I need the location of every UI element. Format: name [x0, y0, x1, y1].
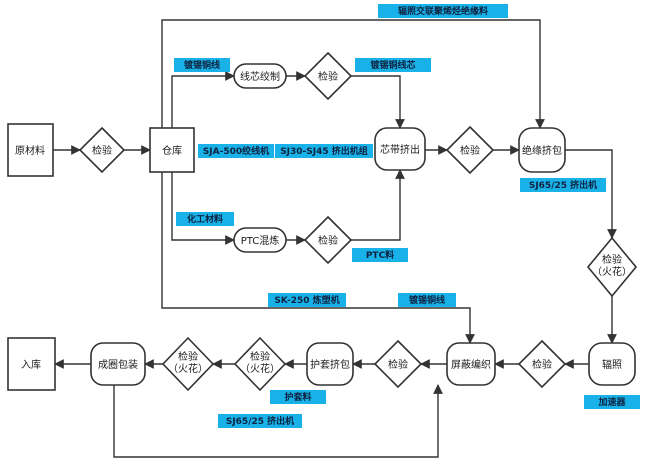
- inspect-raw-node: [78, 126, 126, 174]
- tag-jacket-material: 护套料: [270, 390, 326, 404]
- tag-chemical-text: 化工材料: [187, 213, 223, 225]
- inspect-irradiation-node: [517, 339, 567, 389]
- inspect-spark-3-label: 检验（火花）: [168, 350, 208, 375]
- coil-pack-label: 成圈包装: [98, 358, 138, 371]
- tag-extruder-1-text: SJ65/25 挤出机: [529, 179, 597, 191]
- core-strip-extrude-label: 芯带挤出: [380, 143, 420, 156]
- connector-lines: [53, 19, 617, 458]
- tag-extruder-1: SJ65/25 挤出机: [520, 178, 606, 192]
- ptc-mix-node: [233, 227, 287, 253]
- tag-ptc-material: PTC料: [352, 248, 408, 262]
- core-twist-node: [233, 63, 287, 89]
- insulation-extrude-label: 绝缘挤包: [522, 144, 562, 157]
- inspect-core-node: [303, 51, 353, 101]
- warehouse-label: 仓库: [162, 144, 182, 157]
- inspect-ptc-label: 检验: [318, 234, 338, 247]
- raw-material-node: [7, 123, 54, 177]
- storage-label: 入库: [21, 358, 41, 371]
- label-line: 检验: [250, 350, 270, 363]
- raw-material-label: 原材料: [15, 144, 45, 157]
- shield-braid-label: 屏蔽编织: [451, 358, 491, 371]
- tag-tin-copper-core: 镀锡铜线芯: [355, 58, 431, 72]
- label-line: （火花）: [240, 362, 280, 375]
- inspect-spark-1-label: 检验（火花）: [592, 253, 632, 278]
- irradiation-node: [588, 342, 636, 386]
- inspect-spark-2-node: [233, 336, 287, 392]
- coil-pack-node: [90, 342, 146, 386]
- tag-extruder-2: SJ65/25 挤出机: [218, 414, 302, 428]
- edge-pack-loop: [113, 384, 443, 458]
- label-line: （火花）: [592, 265, 632, 278]
- edge-warehouse-to-twist: [171, 71, 235, 128]
- tag-twister: SJA-500绞线机: [198, 144, 274, 158]
- edge-insulation-to-spark: [565, 149, 617, 239]
- tag-ptc-material-text: PTC料: [366, 249, 394, 261]
- tag-accelerator-text: 加速器: [597, 396, 626, 408]
- tag-extruder-group: SJ30-SJ45 挤出机组: [275, 144, 373, 158]
- core-strip-extrude-node: [374, 127, 426, 171]
- tag-tin-copper-2-text: 镀锡铜线: [409, 294, 445, 306]
- tag-tin-copper-1-text: 镀锡铜线: [184, 59, 220, 71]
- label-line: 检验: [602, 253, 622, 266]
- storage-node: [7, 337, 56, 391]
- tag-twister-text: SJA-500绞线机: [203, 145, 269, 157]
- edge-inspect-to-strip-2: [351, 169, 405, 241]
- edge-warehouse-to-ptc: [171, 172, 235, 245]
- inspect-strip-label: 检验: [460, 144, 480, 157]
- edge-warehouse-to-braid: [161, 172, 475, 344]
- tag-xlpe-material-text: 辐照交联聚烯烃绝缘料: [398, 5, 488, 17]
- inspect-spark-1-node: [586, 236, 638, 298]
- label-line: （火花）: [168, 362, 208, 375]
- jacket-extrude-node: [306, 342, 354, 386]
- tag-extruder-2-text: SJ65/25 挤出机: [226, 415, 294, 427]
- ptc-mix-label: PTC混炼: [241, 234, 280, 247]
- shield-braid-node: [446, 342, 496, 386]
- tag-tin-copper-1: 镀锡铜线: [174, 58, 230, 72]
- inspect-ptc-node: [303, 215, 353, 265]
- inspect-strip-node: [445, 125, 495, 175]
- inspect-braid-node: [373, 339, 423, 389]
- tag-tin-copper-2: 镀锡铜线: [398, 293, 456, 307]
- core-twist-label: 线芯绞制: [240, 70, 280, 83]
- inspect-irradiation-label: 检验: [532, 358, 552, 371]
- tag-mixer-text: SK-250 炼塑机: [274, 294, 339, 306]
- inspect-spark-2-label: 检验（火花）: [240, 350, 280, 375]
- edge-inspect-to-strip: [351, 75, 405, 129]
- irradiation-label: 辐照: [602, 358, 622, 371]
- inspect-raw-label: 检验: [92, 144, 112, 157]
- inspect-spark-3-node: [161, 336, 215, 392]
- tag-mixer: SK-250 炼塑机: [268, 293, 346, 307]
- inspect-core-label: 检验: [318, 70, 338, 83]
- tag-tin-copper-core-text: 镀锡铜线芯: [370, 59, 415, 71]
- inspect-braid-label: 检验: [388, 358, 408, 371]
- insulation-extrude-node: [518, 127, 566, 173]
- label-line: 检验: [178, 350, 198, 363]
- tag-extruder-group-text: SJ30-SJ45 挤出机组: [280, 145, 368, 157]
- jacket-extrude-label: 护套挤包: [310, 358, 350, 371]
- tag-xlpe-material: 辐照交联聚烯烃绝缘料: [378, 4, 508, 18]
- edge-warehouse-to-insulation: [161, 19, 545, 129]
- tag-accelerator: 加速器: [584, 395, 640, 409]
- warehouse-node: [149, 127, 195, 173]
- tag-jacket-material-text: 护套料: [284, 391, 311, 403]
- tag-chemical: 化工材料: [176, 212, 234, 226]
